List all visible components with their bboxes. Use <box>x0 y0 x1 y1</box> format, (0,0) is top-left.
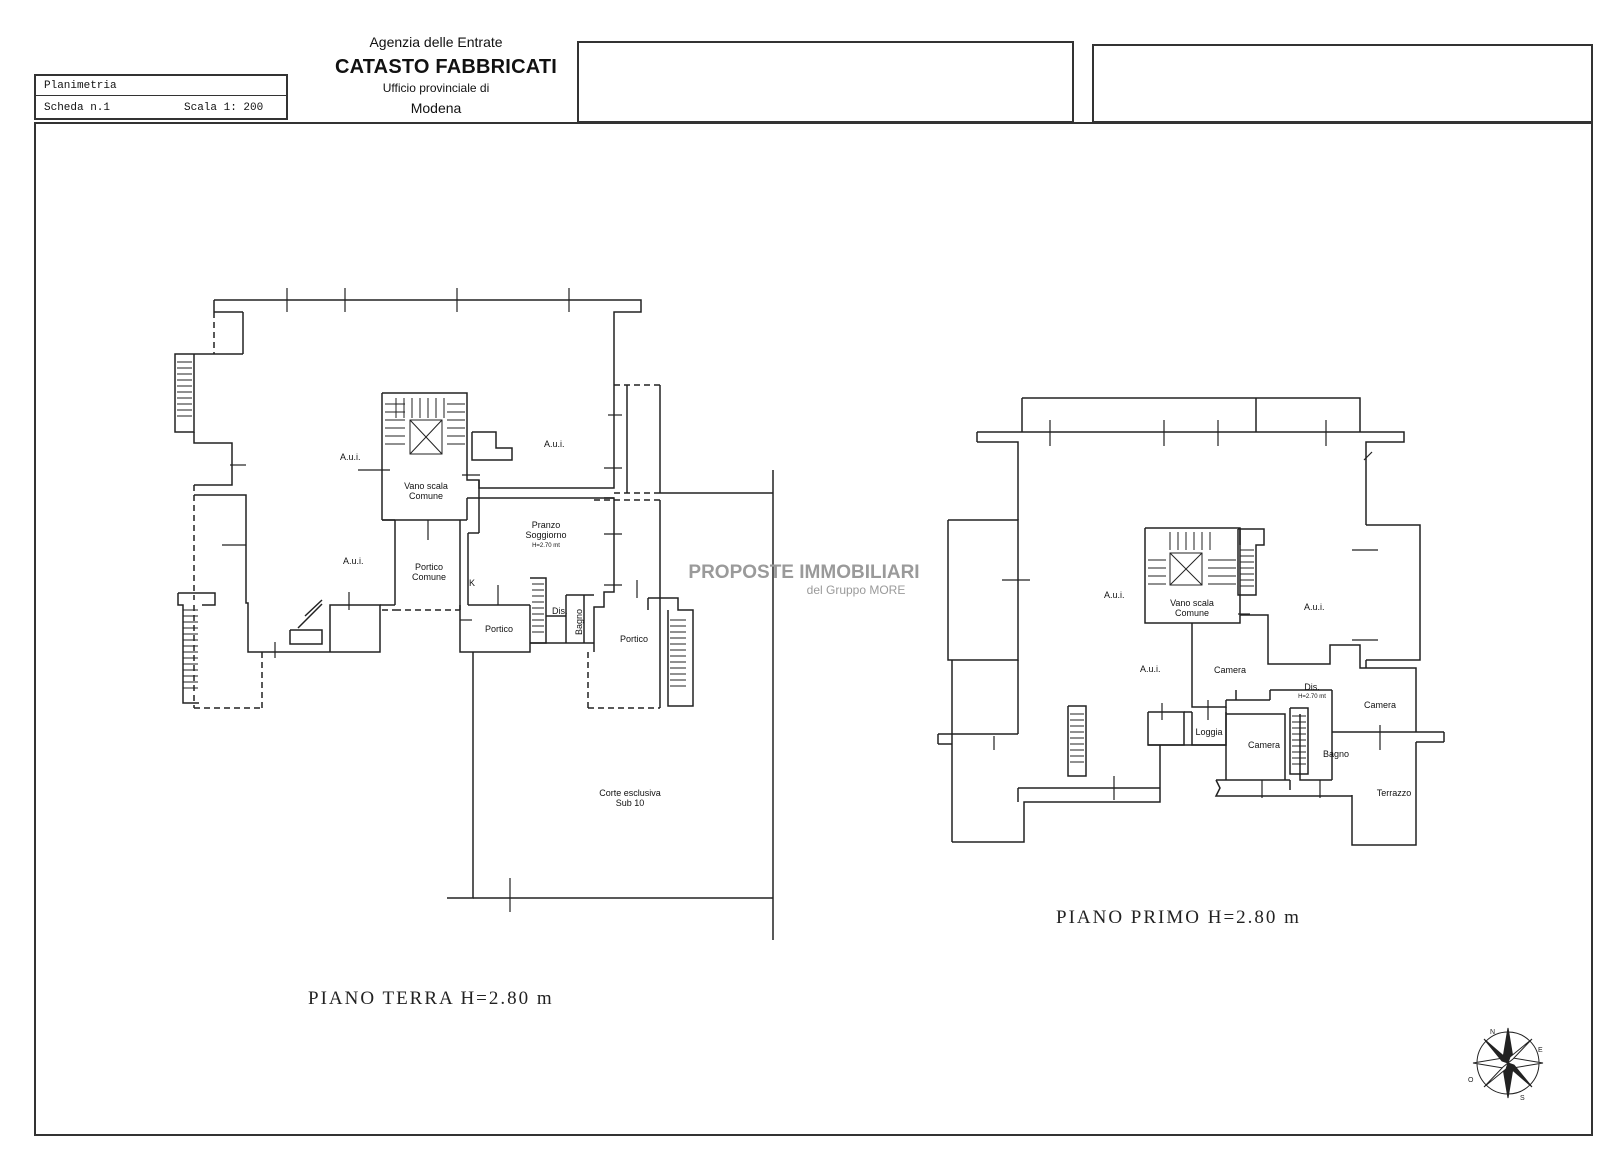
room-label: Comune <box>412 572 446 582</box>
room-label: Portico <box>620 634 648 644</box>
scheda-label: Scheda n.1 <box>44 102 111 114</box>
room-label: Comune <box>409 491 443 501</box>
room-label: Dis. <box>1304 682 1320 692</box>
room-label: Soggiorno <box>525 530 566 540</box>
room-label: Comune <box>1175 608 1209 618</box>
office-label: Ufficio provinciale di <box>382 81 490 95</box>
watermark-title: PROPOSTE IMMOBILIARI <box>688 562 919 583</box>
compass-o: O <box>1468 1077 1474 1084</box>
ground-floor-ticks <box>222 288 638 912</box>
room-label: A.u.i. <box>1140 664 1161 674</box>
room-label: Vano scala <box>1170 598 1214 608</box>
compass-e: E <box>1538 1047 1543 1054</box>
first-floor-walls <box>937 397 1445 846</box>
ground-floor-stairs <box>177 361 686 689</box>
compass-s: S <box>1520 1095 1525 1102</box>
watermark-subtitle: del Gruppo MORE <box>807 583 906 597</box>
first-floor-ticks <box>993 420 1381 800</box>
form-box <box>34 74 288 120</box>
room-label: A.u.i. <box>544 439 565 449</box>
room-label: Terrazzo <box>1377 788 1412 798</box>
planimetria-label: Planimetria <box>44 80 117 92</box>
room-label: A.u.i. <box>1304 602 1325 612</box>
room-label: Portico <box>485 624 513 634</box>
room-label: Corte esclusiva <box>599 788 661 798</box>
room-label: Portico <box>415 562 443 572</box>
room-label: Sub 10 <box>616 798 645 808</box>
room-label: Bagno <box>574 609 584 635</box>
room-label: A.u.i. <box>1104 590 1125 600</box>
city-name: Modena <box>410 100 462 116</box>
room-label: K <box>469 578 475 588</box>
room-label: Dis. <box>552 606 568 616</box>
form-divider <box>34 95 288 96</box>
ground-floor-title: PIANO TERRA H=2.80 m <box>308 988 554 1009</box>
room-label: A.u.i. <box>343 556 364 566</box>
compass-n: N <box>1490 1029 1495 1036</box>
room-label: Pranzo <box>532 520 561 530</box>
agency-name: Agenzia delle Entrate <box>369 34 503 50</box>
document-title: CATASTO FABBRICATI <box>334 56 558 78</box>
first-floor-title: PIANO PRIMO H=2.80 m <box>1056 907 1301 928</box>
ground-floor-walls <box>174 299 774 940</box>
room-label: H=2.70 mt <box>1298 694 1326 700</box>
room-label: Camera <box>1248 740 1280 750</box>
room-label: Loggia <box>1195 727 1222 737</box>
first-floor-stairs <box>1070 532 1306 765</box>
room-label: A.u.i. <box>340 452 361 462</box>
room-label: Camera <box>1364 700 1396 710</box>
room-label: H=2.70 mt <box>532 543 560 549</box>
scale-label: Scala 1: 200 <box>184 102 264 114</box>
drawing-frame <box>34 122 1593 1136</box>
compass-rose <box>1472 1027 1544 1099</box>
room-label: Camera <box>1214 665 1246 675</box>
room-label: Vano scala <box>404 481 448 491</box>
room-label: Bagno <box>1323 749 1349 759</box>
